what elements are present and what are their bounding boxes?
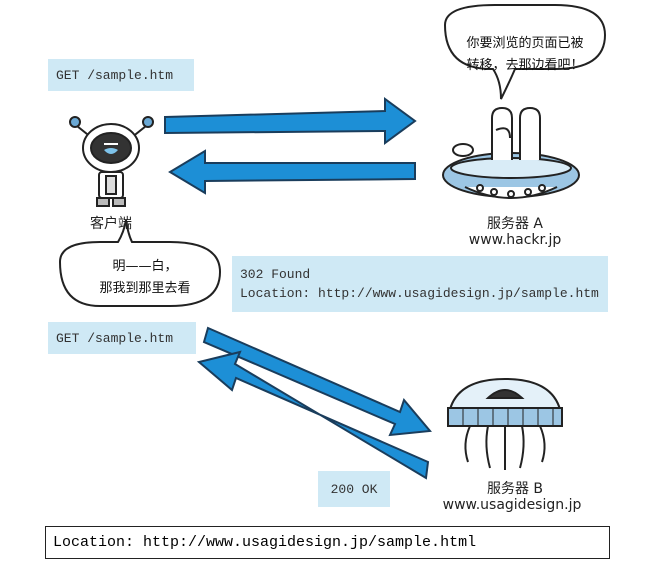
client-label: 客户端 bbox=[90, 216, 132, 232]
request-get-2-text: GET /sample.htm bbox=[56, 330, 174, 346]
server-a-host: www.hackr.jp bbox=[468, 232, 562, 248]
client-robot-illustration bbox=[69, 116, 154, 207]
server-a-bubble-text: 你要浏览的页面已被 转移，去那边看吧！ bbox=[450, 33, 600, 77]
response-200-text: 200 OK bbox=[330, 481, 378, 497]
arrow-request-to-server-b bbox=[202, 326, 432, 437]
arrow-request-to-server-a bbox=[164, 97, 417, 145]
server-a-illustration bbox=[442, 106, 580, 199]
response-302-status: 302 Found bbox=[240, 267, 311, 282]
request-get-1-text: GET /sample.htm bbox=[56, 67, 174, 83]
server-a-bubble-line2: 转移，去那边看吧！ bbox=[466, 58, 584, 73]
client-bubble-text: 明——白， 那我到那里去看 bbox=[70, 256, 220, 300]
client-bubble-line1: 明——白， bbox=[112, 259, 178, 274]
response-box-302: 302 Found Location: http://www.usagidesi… bbox=[232, 256, 608, 312]
server-a-speech-bubble bbox=[443, 4, 607, 100]
request-box-get-2: GET /sample.htm bbox=[48, 322, 196, 354]
response-302-location: Location: http://www.usagidesign.jp/samp… bbox=[240, 286, 599, 301]
arrow-response-from-server-b bbox=[196, 350, 430, 480]
arrow-response-from-server-a bbox=[168, 149, 416, 195]
client-speech-bubble bbox=[58, 219, 222, 307]
client-bubble-line2: 那我到那里去看 bbox=[99, 281, 191, 296]
server-b-host: www.usagidesign.jp bbox=[442, 497, 582, 513]
server-b-name: 服务器 B bbox=[486, 481, 544, 497]
location-header-text: Location: http://www.usagidesign.jp/samp… bbox=[53, 534, 477, 551]
location-header-caption: Location: http://www.usagidesign.jp/samp… bbox=[45, 526, 610, 559]
response-box-200: 200 OK bbox=[318, 471, 390, 507]
server-a-bubble-line1: 你要浏览的页面已被 bbox=[466, 36, 584, 51]
server-a-name: 服务器 A bbox=[486, 216, 544, 232]
request-box-get-1: GET /sample.htm bbox=[48, 59, 194, 91]
server-b-illustration bbox=[446, 377, 564, 470]
